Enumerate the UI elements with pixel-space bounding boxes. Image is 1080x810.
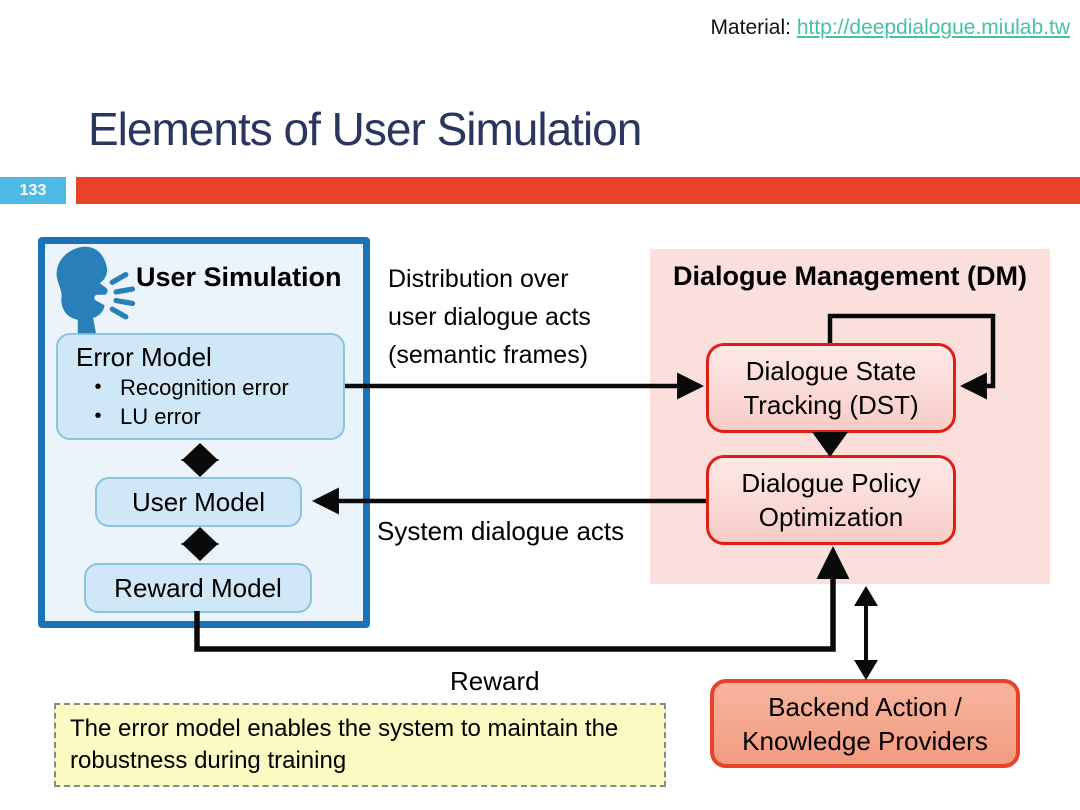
policy-box: Dialogue Policy Optimization (706, 455, 956, 545)
system-dialogue-acts-label: System dialogue acts (377, 516, 625, 546)
note-box: The error model enables the system to ma… (54, 703, 666, 787)
bullet-icon: • (94, 376, 102, 398)
speaking-head-icon (56, 246, 136, 334)
arrow-policy-backend (854, 586, 878, 680)
page-title: Elements of User Simulation (88, 103, 642, 155)
bullet-label: LU error (120, 404, 201, 429)
user-model-box: User Model (95, 477, 302, 527)
material-link[interactable]: http://deepdialogue.miulab.tw (796, 16, 1070, 39)
reward-label: Reward (450, 666, 540, 696)
dst-line2: Tracking (DST) (743, 390, 919, 420)
distribution-label: Distribution over user dialogue acts (se… (388, 265, 591, 369)
page-number-badge: 133 (0, 177, 66, 204)
dst-box: Dialogue State Tracking (DST) (706, 343, 956, 433)
dst-line1: Dialogue State (745, 356, 917, 386)
material-line: Material: http://deepdialogue.miulab.tw (710, 16, 1070, 40)
error-model-box: Error Model • Recognition error • LU err… (56, 333, 345, 440)
bullet-icon: • (94, 405, 102, 427)
policy-line1: Dialogue Policy (741, 468, 921, 498)
bullet-label: Recognition error (120, 375, 289, 400)
material-label: Material: (710, 16, 791, 39)
accent-bar (76, 177, 1080, 204)
user-simulation-title: User Simulation (136, 262, 342, 292)
backend-box: Backend Action / Knowledge Providers (710, 679, 1020, 768)
error-model-title: Error Model (76, 342, 212, 372)
policy-line2: Optimization (758, 502, 904, 532)
reward-model-box: Reward Model (84, 563, 312, 613)
dialogue-management-title: Dialogue Management (DM) (672, 261, 1028, 291)
bullet-item: • LU error (76, 402, 343, 431)
backend-line1: Backend Action / (768, 691, 962, 722)
backend-line2: Knowledge Providers (742, 725, 988, 756)
bullet-item: • Recognition error (76, 373, 343, 402)
